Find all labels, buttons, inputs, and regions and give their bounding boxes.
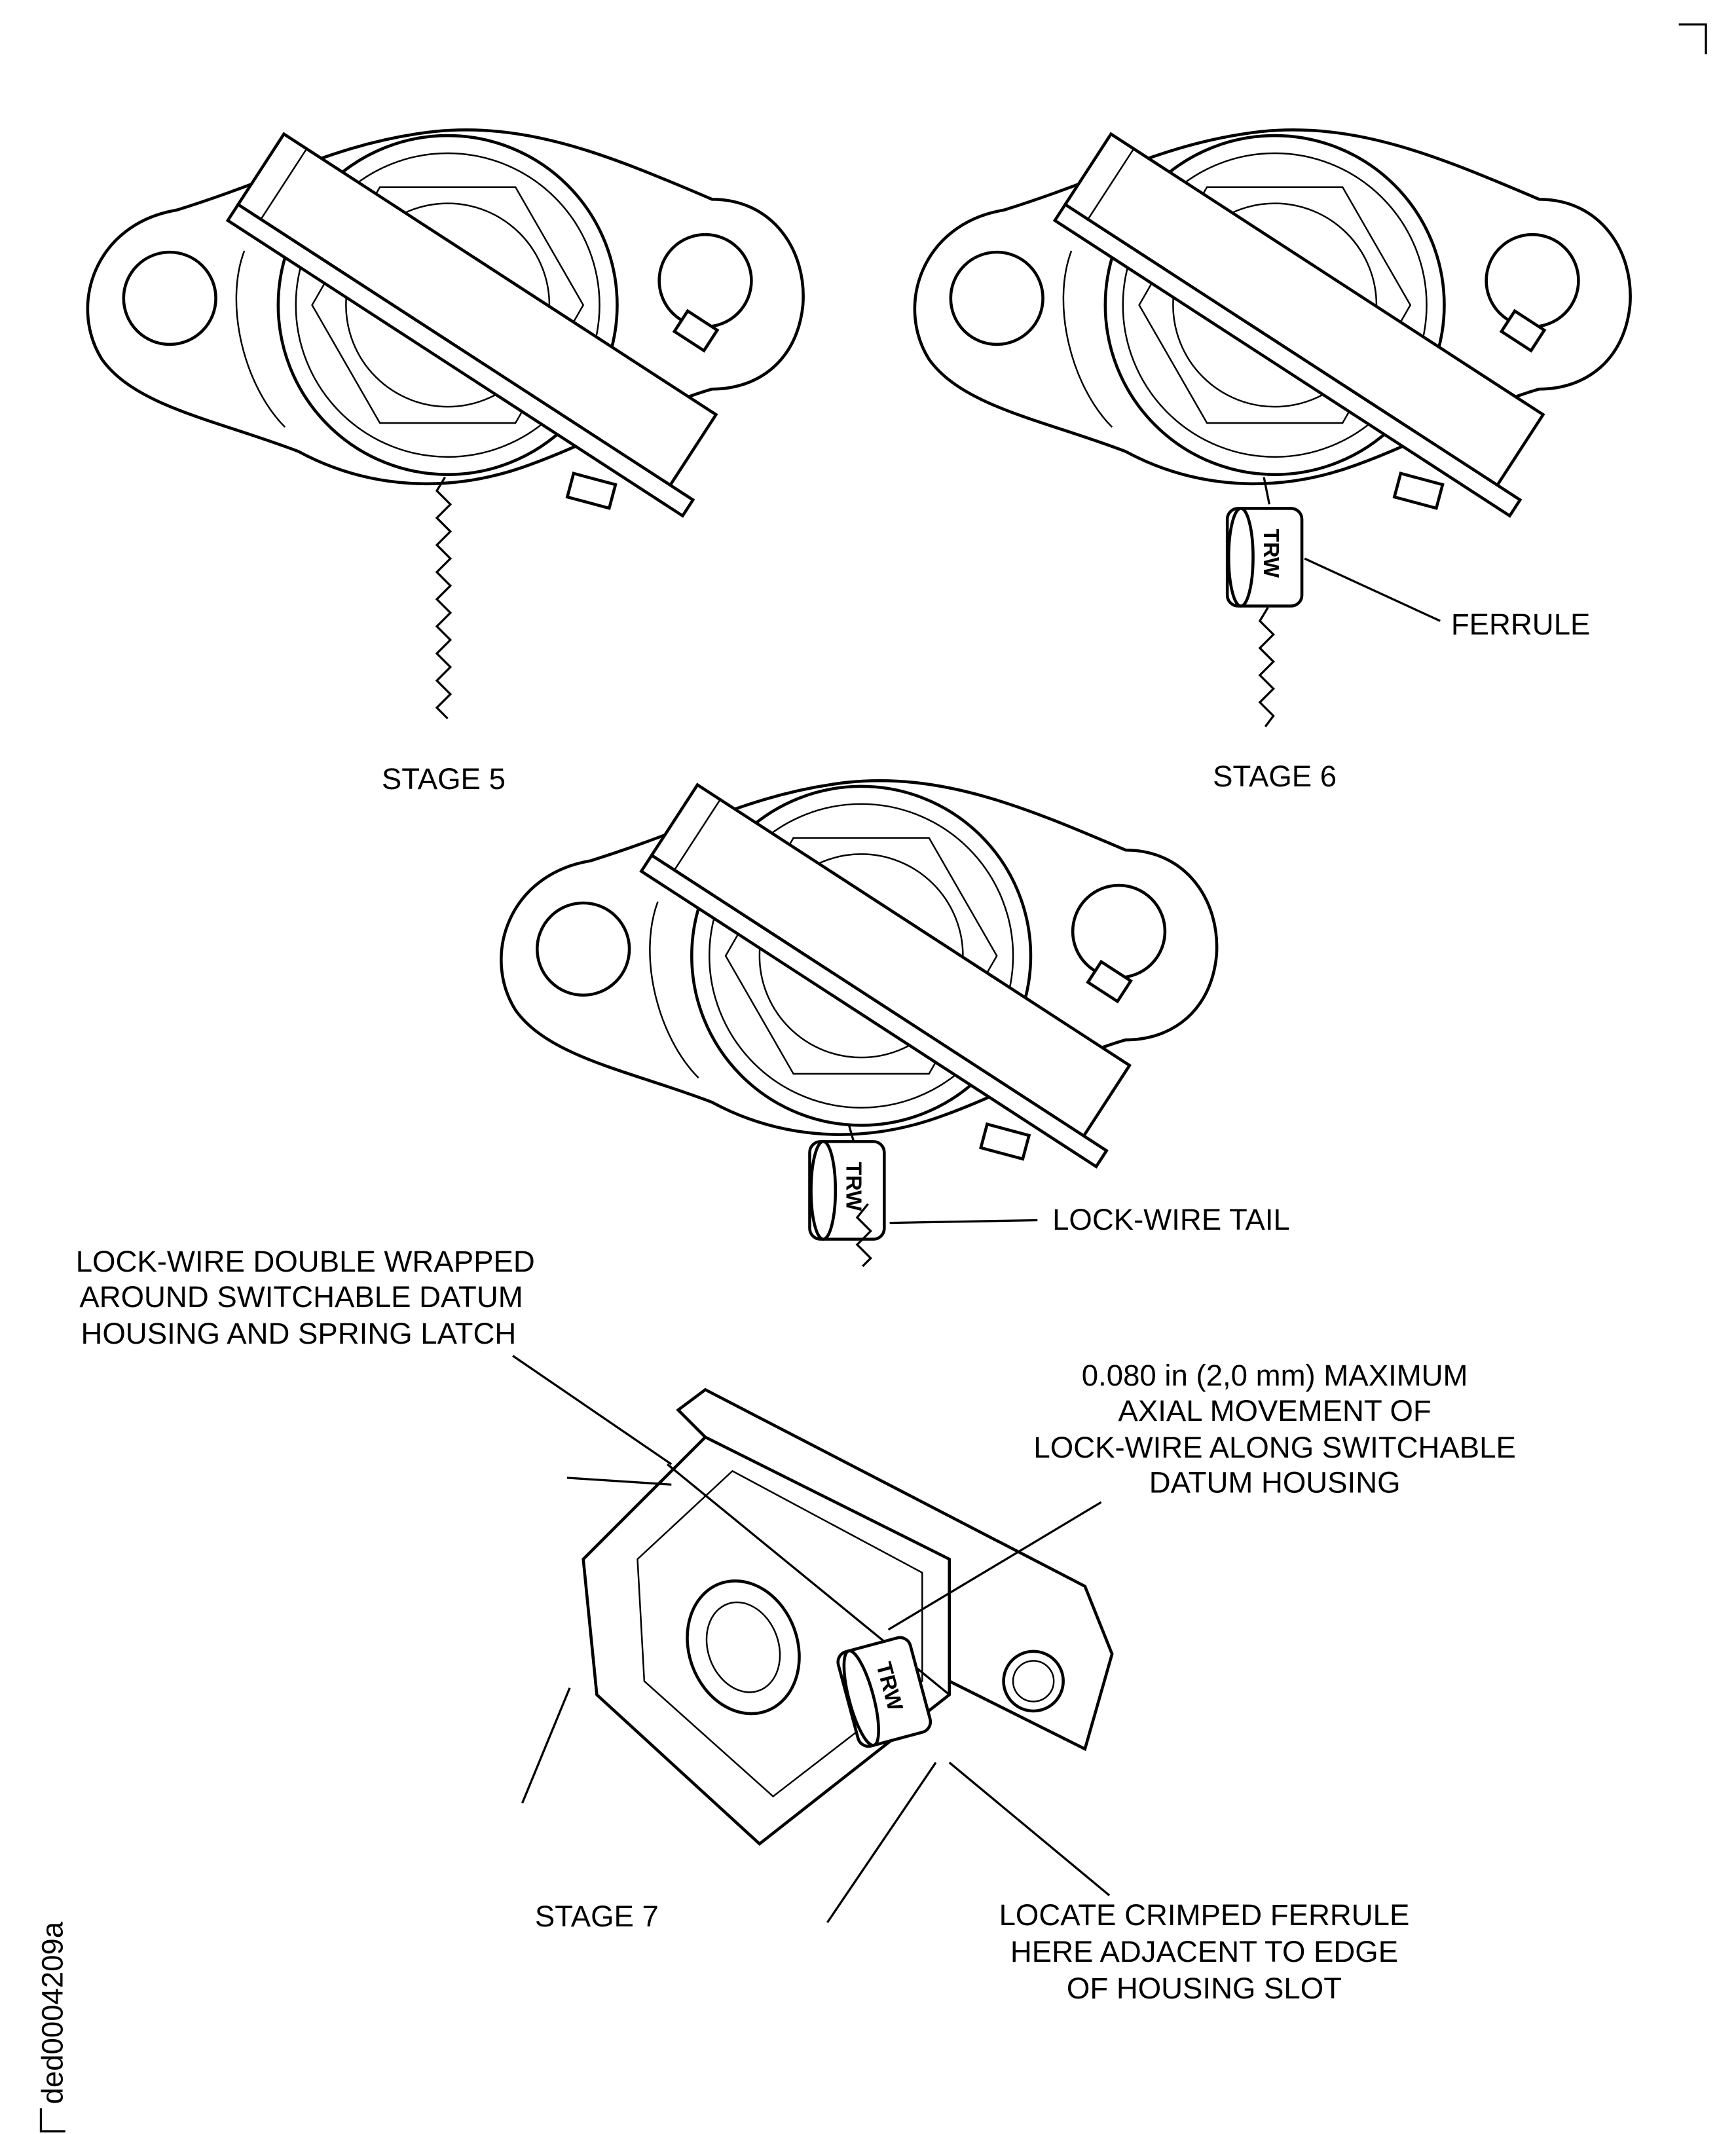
- svg-text:AROUND SWITCHABLE DATUM: AROUND SWITCHABLE DATUM: [79, 1280, 523, 1314]
- stage6-label: STAGE 6: [1213, 760, 1337, 793]
- svg-text:HERE ADJACENT TO EDGE: HERE ADJACENT TO EDGE: [1010, 1935, 1398, 1968]
- stage7-label: STAGE 7: [535, 1900, 659, 1933]
- crop-mark-top-right: [1678, 23, 1707, 54]
- svg-text:LOCATE CRIMPED FERRULE: LOCATE CRIMPED FERRULE: [999, 1898, 1410, 1932]
- svg-text:LOCK-WIRE ALONG SWITCHABLE: LOCK-WIRE ALONG SWITCHABLE: [1033, 1431, 1515, 1464]
- figure-id: ded0004209a: [36, 1921, 69, 2104]
- svg-text:AXIAL MOVEMENT OF: AXIAL MOVEMENT OF: [1118, 1394, 1431, 1427]
- stage7-illustration: TRW: [512, 1355, 1114, 1923]
- svg-text:OF HOUSING SLOT: OF HOUSING SLOT: [1067, 1972, 1342, 2005]
- svg-text:0.080 in (2,0 mm) MAXIMUM: 0.080 in (2,0 mm) MAXIMUM: [1082, 1359, 1468, 1392]
- stage6-illustration: TRW: [915, 130, 1631, 727]
- svg-text:HOUSING AND SPRING LATCH: HOUSING AND SPRING LATCH: [81, 1317, 517, 1350]
- svg-text:LOCK-WIRE DOUBLE WRAPPED: LOCK-WIRE DOUBLE WRAPPED: [76, 1245, 535, 1278]
- stage5-label: STAGE 5: [382, 762, 506, 796]
- stage5-illustration: [88, 130, 803, 720]
- double-wrapped-callout: LOCK-WIRE DOUBLE WRAPPED AROUND SWITCHAB…: [76, 1245, 535, 1350]
- svg-text:DATUM HOUSING: DATUM HOUSING: [1149, 1466, 1401, 1499]
- crop-mark-bottom-left: [39, 2108, 65, 2133]
- lock-wire-tail-illustration: TRW: [501, 781, 1217, 1268]
- ferrule-marking: TRW: [841, 1162, 865, 1211]
- lock-wire-tail-callout: LOCK-WIRE TAIL: [1052, 1203, 1290, 1236]
- locate-ferrule-callout: LOCATE CRIMPED FERRULE HERE ADJACENT TO …: [999, 1898, 1410, 2005]
- ferrule-marking: TRW: [1259, 529, 1283, 579]
- ferrule-callout: FERRULE: [1451, 608, 1591, 641]
- max-movement-callout: 0.080 in (2,0 mm) MAXIMUM AXIAL MOVEMENT…: [1033, 1359, 1515, 1499]
